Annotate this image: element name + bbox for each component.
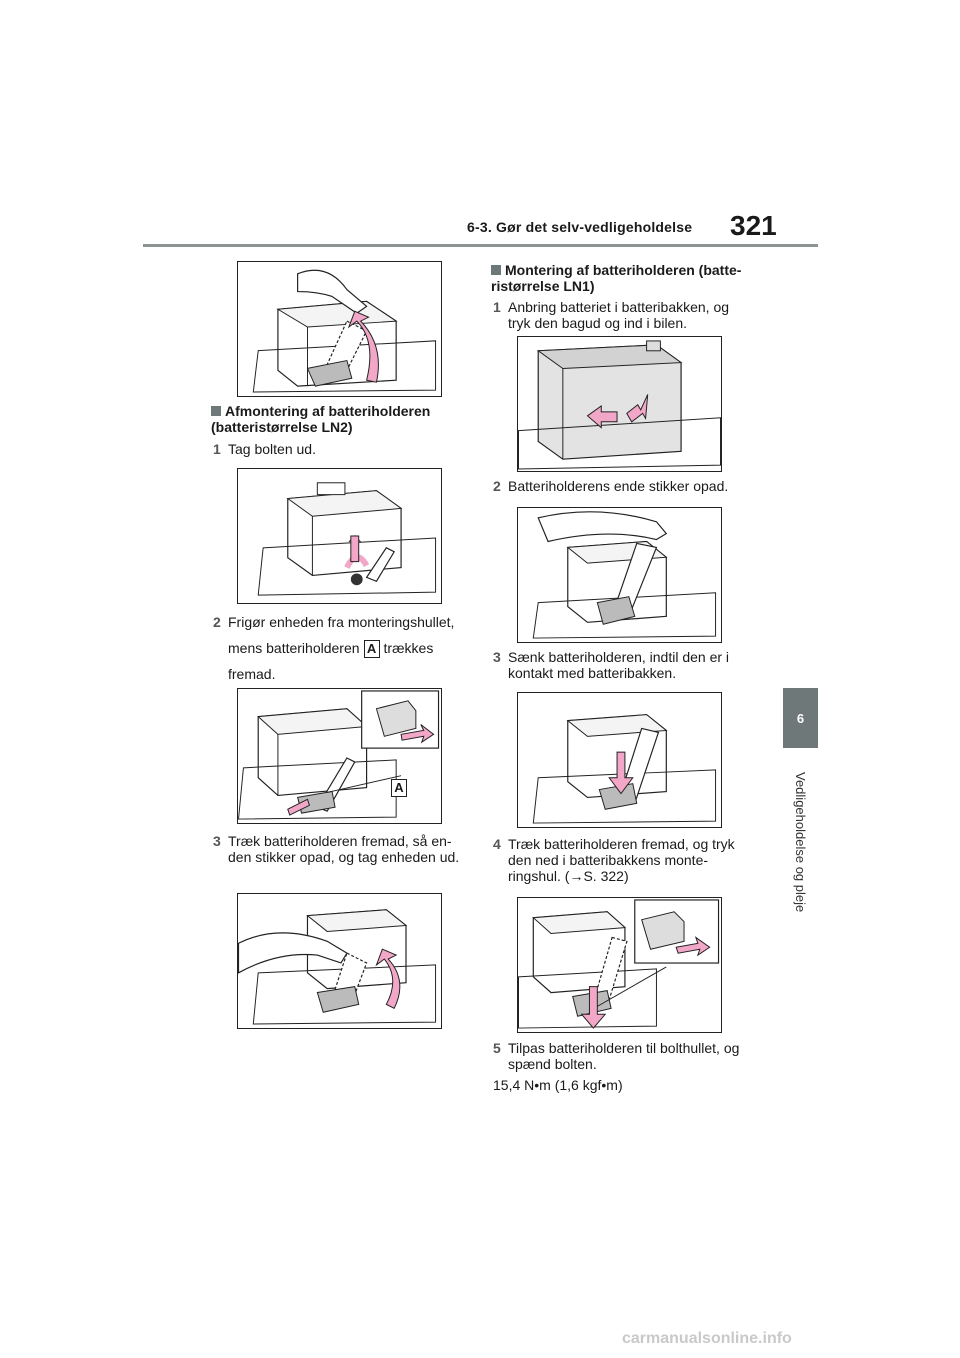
page-number: 321 xyxy=(730,210,777,241)
press-holder-drawing xyxy=(518,899,720,1029)
section-heading-removal: Afmontering af batteriholderen (batteris… xyxy=(211,403,431,435)
illustration-release-holder xyxy=(237,688,442,824)
pull-holder-drawing xyxy=(238,909,437,1025)
illustration-holder-lift-top xyxy=(237,261,442,397)
figure-label-a: A xyxy=(391,779,407,797)
release-holder-drawing xyxy=(238,690,440,820)
torque-spec: 15,4 N•m (1,6 kgf•m) xyxy=(493,1077,623,1093)
chapter-label: Vedligeholdelse og pleje xyxy=(783,755,818,930)
remove-bolt-drawing xyxy=(257,482,437,596)
illustration-pull-holder-out xyxy=(237,893,442,1029)
holder-up-drawing xyxy=(532,511,717,639)
header-divider xyxy=(143,244,818,247)
battery-holder-lift-drawing xyxy=(252,269,437,393)
label-a-box: A xyxy=(363,640,380,658)
chapter-tab[interactable]: 6 xyxy=(783,688,818,748)
heading-bullet xyxy=(211,406,221,416)
illustration-remove-bolt xyxy=(237,468,442,604)
removal-step-1: 1 Tag bolten ud. xyxy=(213,441,316,457)
removal-step-2: 2 Frigør enheden fra monteringshullet, m… xyxy=(213,614,455,682)
section-heading-installation: Montering af batteriholderen (batte-rist… xyxy=(491,262,742,294)
illustration-press-holder-down xyxy=(517,897,722,1033)
install-step-2: 2 Batteriholderens ende stikker opad. xyxy=(493,478,729,494)
illustration-holder-up xyxy=(517,507,722,643)
install-step-1: 1 Anbring batteriet i batteribakken, og … xyxy=(493,299,730,331)
install-step-5: 5 Tilpas batteriholderen til bolthullet,… xyxy=(493,1040,740,1072)
lower-holder-drawing xyxy=(532,714,717,824)
removal-step-3: 3 Træk batteriholderen fremad, så en-den… xyxy=(213,833,460,865)
install-step-3: 3 Sænk batteriholderen, indtil den er i … xyxy=(493,649,730,681)
illustration-lower-holder xyxy=(517,692,722,828)
install-step-4: 4 Træk batteriholderen fremad, og tryk d… xyxy=(493,836,735,884)
watermark: carmanualsonline.info xyxy=(622,1330,792,1347)
section-title: 6-3. Gør det selv-vedligeholdelse xyxy=(467,219,693,235)
chapter-number: 6 xyxy=(796,710,805,726)
heading-bullet xyxy=(491,265,501,275)
illustration-place-battery xyxy=(517,336,722,472)
chapter-label-text: Vedligeholdelse og pleje xyxy=(793,772,808,913)
place-battery-drawing xyxy=(518,340,721,470)
